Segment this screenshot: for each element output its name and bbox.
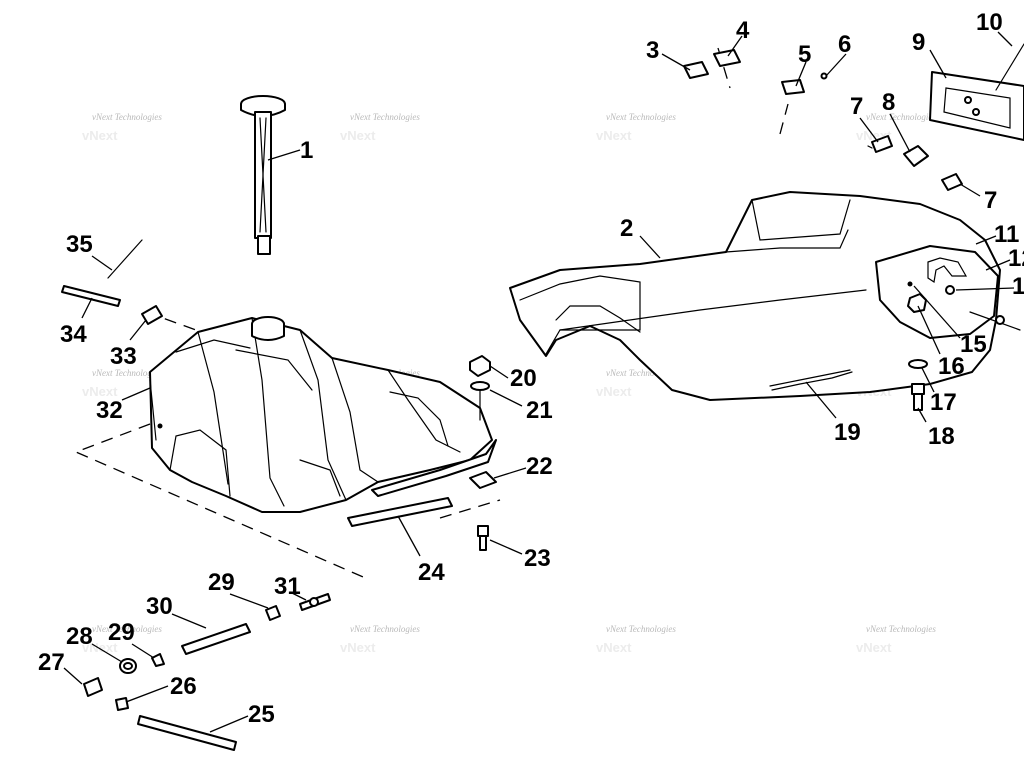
- fuel-gauge-sender-part: [240, 95, 286, 255]
- fuel-tank-part: [149, 316, 493, 513]
- callout-7-right: 7: [984, 187, 997, 214]
- callout-20: 20: [510, 365, 537, 392]
- callout-21: 21: [526, 397, 553, 424]
- callout-15: 15: [960, 331, 987, 358]
- watermark-10: vNext vNext Technologies: [340, 624, 420, 655]
- callout-8: 8: [882, 89, 895, 116]
- callout-31: 31: [274, 573, 301, 600]
- callout-2: 2: [620, 215, 633, 242]
- callout-25: 25: [248, 701, 275, 728]
- rod-hardware-parts: [83, 593, 331, 751]
- watermark-2: vNext vNext Technologies: [340, 112, 420, 143]
- svg-text:vNext Technologies: vNext Technologies: [92, 624, 162, 634]
- callout-28: 28: [66, 623, 93, 650]
- svg-text:vNext Technologies: vNext Technologies: [866, 112, 936, 122]
- svg-text:vNext: vNext: [82, 128, 118, 143]
- svg-text:vNext Technologies: vNext Technologies: [350, 624, 420, 634]
- svg-text:vNext Technologies: vNext Technologies: [350, 112, 420, 122]
- callout-23: 23: [524, 545, 551, 572]
- svg-text:vNext Technologies: vNext Technologies: [92, 112, 162, 122]
- svg-text:vNext: vNext: [340, 128, 376, 143]
- svg-text:vNext: vNext: [82, 640, 118, 655]
- svg-text:vNext Technologies: vNext Technologies: [866, 624, 936, 634]
- svg-text:vNext Technologies: vNext Technologies: [92, 368, 162, 378]
- callout-11: 11: [994, 221, 1019, 248]
- bracket-part: [929, 43, 1024, 141]
- watermark-3: vNext vNext Technologies: [596, 112, 676, 143]
- callout-labels: 1 2 3 4 5 6 7 8 9 10 7 11 12 1 15 16 17 …: [38, 9, 1024, 728]
- callout-27: 27: [38, 649, 65, 676]
- svg-text:vNext: vNext: [596, 128, 632, 143]
- callout-5: 5: [798, 41, 811, 68]
- callout-35: 35: [66, 231, 93, 258]
- callout-18: 18: [928, 423, 955, 450]
- callout-30: 30: [146, 593, 173, 620]
- watermark-1: vNext vNext Technologies: [82, 112, 162, 143]
- leader-lines: [63, 31, 1015, 733]
- callout-29-lower: 29: [108, 619, 135, 646]
- callout-32: 32: [96, 397, 123, 424]
- callout-9: 9: [912, 29, 925, 56]
- callout-13: 1: [1012, 273, 1024, 300]
- plate-3-part: [683, 61, 709, 79]
- seat-part: [509, 191, 1001, 401]
- callout-12: 12: [1008, 245, 1024, 272]
- svg-text:vNext: vNext: [596, 640, 632, 655]
- callout-1: 1: [300, 137, 313, 164]
- screw-6-part: [820, 72, 828, 80]
- svg-text:vNext: vNext: [596, 384, 632, 399]
- callout-34: 34: [60, 321, 87, 348]
- callout-4: 4: [736, 17, 750, 44]
- svg-text:vNext: vNext: [82, 384, 118, 399]
- svg-text:vNext Technologies: vNext Technologies: [606, 368, 676, 378]
- callout-19: 19: [834, 419, 861, 446]
- callout-10: 10: [976, 9, 1003, 36]
- callout-29-upper: 29: [208, 569, 235, 596]
- small-hardware-parts: [61, 49, 1021, 551]
- callout-3: 3: [646, 37, 659, 64]
- watermark-12: vNext vNext Technologies: [856, 624, 936, 655]
- watermark-9: vNext vNext Technologies: [82, 624, 162, 655]
- svg-text:vNext: vNext: [856, 640, 892, 655]
- plate-4-part: [713, 49, 741, 67]
- callout-33: 33: [110, 343, 137, 370]
- watermark-7: vNext vNext Technologies: [596, 368, 676, 399]
- svg-text:vNext: vNext: [340, 640, 376, 655]
- tank-mount-strip: [371, 439, 497, 497]
- svg-text:vNext Technologies: vNext Technologies: [606, 624, 676, 634]
- callout-7-top: 7: [850, 93, 863, 120]
- svg-text:vNext Technologies: vNext Technologies: [606, 112, 676, 122]
- callout-16: 16: [938, 353, 965, 380]
- watermark-5: vNext vNext Technologies: [82, 368, 162, 399]
- callout-6: 6: [838, 31, 851, 58]
- callout-17: 17: [930, 389, 957, 416]
- callout-24: 24: [418, 559, 445, 586]
- watermark-11: vNext vNext Technologies: [596, 624, 676, 655]
- callout-22: 22: [526, 453, 553, 480]
- plate-5-part: [781, 79, 805, 95]
- callout-26: 26: [170, 673, 197, 700]
